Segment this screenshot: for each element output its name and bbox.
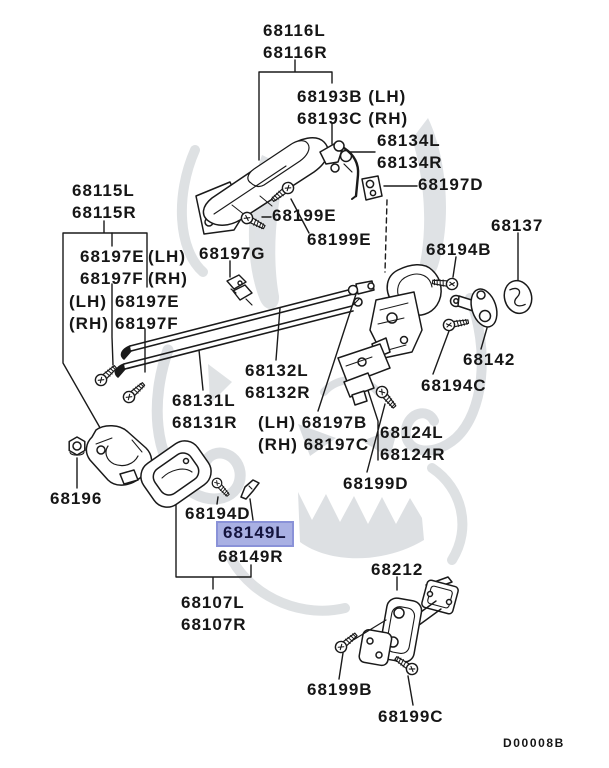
part-label-68199B: 68199B xyxy=(307,680,373,699)
part-label-68197E-2: 68197E xyxy=(115,292,180,311)
part-label-68134R: 68134R xyxy=(377,153,443,172)
part-label-68197F-2: 68197F xyxy=(115,314,179,333)
part-label-68149R: 68149R xyxy=(218,547,284,566)
part-label-68116R: 68116R xyxy=(263,43,328,62)
part-drawing-inner-handle xyxy=(68,425,260,508)
part-label-RH-2: (RH) xyxy=(69,314,109,333)
part-label-68196: 68196 xyxy=(50,489,103,508)
part-label-68197D: 68197D xyxy=(418,175,484,194)
part-label-68131L: 68131L xyxy=(172,391,236,410)
part-label-68197F-1: 68197F xyxy=(80,269,144,288)
part-label-68124L: 68124L xyxy=(380,423,444,442)
part-label-68194C: 68194C xyxy=(421,376,487,395)
part-label-68197C: (RH) 68197C xyxy=(258,435,370,454)
part-drawing-exterior-handle xyxy=(195,136,383,235)
part-drawing-right-parts xyxy=(449,279,533,328)
part-label-RH-1: (RH) xyxy=(148,269,188,288)
leader-lines xyxy=(62,59,519,706)
part-label-68194B: 68194B xyxy=(426,240,492,259)
part-label-68142: 68142 xyxy=(463,350,516,369)
drawing-code: D00008B xyxy=(503,736,565,750)
part-label-68124R: 68124R xyxy=(380,445,446,464)
part-drawing-door-check xyxy=(349,576,459,667)
part-label-68199C: 68199C xyxy=(378,707,444,726)
part-label-68115L: 68115L xyxy=(72,181,135,200)
part-label-68194D: 68194D xyxy=(185,504,251,523)
part-drawing-clip-68197g xyxy=(226,274,253,306)
part-label-68134L: 68134L xyxy=(377,131,441,150)
part-label-68199E-a: 68199E xyxy=(272,206,337,225)
part-label-68131R: 68131R xyxy=(172,413,238,432)
part-label-LH-2: (LH) xyxy=(69,292,107,311)
part-label-68132R: 68132R xyxy=(245,383,311,402)
part-label-68197B: (LH) 68197B xyxy=(258,413,368,432)
part-label-68107R: 68107R xyxy=(181,615,247,634)
part-label-68149L[interactable]: 68149L xyxy=(216,521,294,547)
part-label-68116L: 68116L xyxy=(263,21,326,40)
part-label-68197G: 68197G xyxy=(199,244,266,263)
part-label-68212: 68212 xyxy=(371,560,424,579)
part-label-68193C: 68193C (RH) xyxy=(297,109,409,128)
part-label-LH-1: (LH) xyxy=(148,247,186,266)
part-drawing-latch-assembly xyxy=(337,264,442,406)
part-label-68193B: 68193B (LH) xyxy=(297,87,407,106)
part-drawing-rods xyxy=(114,286,363,378)
part-label-68115R: 68115R xyxy=(72,203,137,222)
part-label-68199D: 68199D xyxy=(343,474,409,493)
part-label-68132L: 68132L xyxy=(245,361,309,380)
part-label-68197E-1: 68197E xyxy=(80,247,145,266)
watermark-graphic xyxy=(151,118,487,616)
part-label-68137: 68137 xyxy=(491,216,544,235)
part-label-68199E-b: 68199E xyxy=(307,230,372,249)
part-label-68107L: 68107L xyxy=(181,593,245,612)
